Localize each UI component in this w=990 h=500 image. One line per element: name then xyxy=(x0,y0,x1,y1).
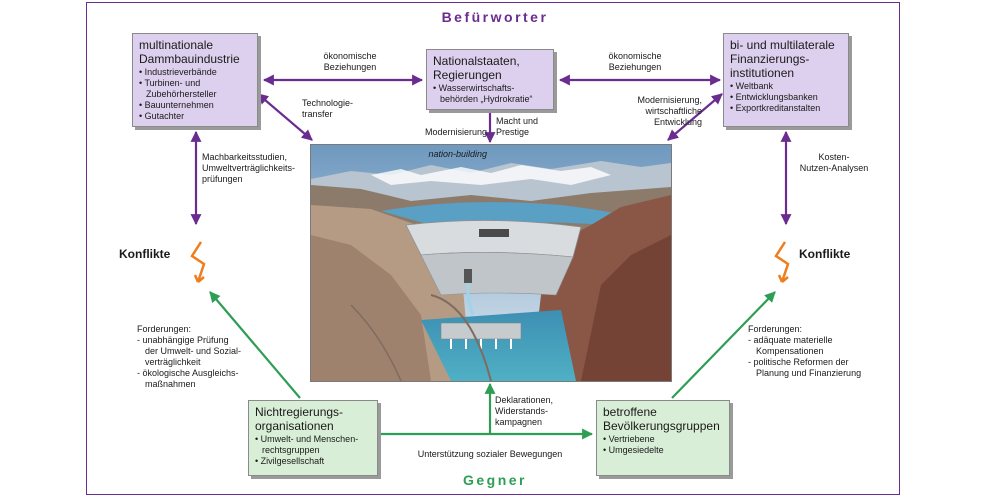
conflict-left-icon xyxy=(190,241,206,283)
heading-proponents: Befürworter xyxy=(441,9,549,25)
list-item: Turbinen- und Zubehörhersteller xyxy=(139,78,251,100)
box-finance-institutions: bi- und multilaterale Finanzierungs- ins… xyxy=(723,33,849,127)
list-item: Exportkreditanstalten xyxy=(730,103,842,114)
list-item: Umgesiedelte xyxy=(603,445,723,456)
label-power-prestige: Macht und Prestige xyxy=(496,116,539,137)
box-finance-institutions-title: bi- und multilaterale Finanzierungs- ins… xyxy=(730,38,835,80)
list-item: Gutachter xyxy=(139,111,251,122)
box-dam-industry: multinationale Dammbauindustrie Industri… xyxy=(132,33,258,127)
heading-opponents: Gegner xyxy=(462,472,527,488)
label-econ-right: ökonomische Beziehungen xyxy=(608,51,662,72)
box-national-states-title: Nationalstaaten, Regierungen xyxy=(433,54,520,82)
label-social-support: Unterstützung sozialer Bewegungen xyxy=(417,449,563,459)
list-item: adäquate materielle Kompensationen xyxy=(748,335,893,357)
label-modernization-economy: Modernisierung, wirtschaftliche Entwickl… xyxy=(637,95,702,127)
box-dam-industry-title: multinationale Dammbauindustrie xyxy=(139,38,240,66)
label-declarations: Deklarationen, Widerstands- kampagnen xyxy=(495,395,554,427)
list-item: Zivilgesellschaft xyxy=(255,456,371,467)
list-item: Vertriebene xyxy=(603,434,723,445)
label-cost-benefit: Kosten- Nutzen-Analysen xyxy=(799,152,869,173)
requests-left: Forderungen: unabhängige Prüfung der Umw… xyxy=(137,324,277,390)
list-item: unabhängige Prüfung der Umwelt- und Sozi… xyxy=(137,335,277,368)
list-item: Weltbank xyxy=(730,81,842,92)
list-item: Industrieverbände xyxy=(139,67,251,78)
list-item: politische Reformen der Planung und Fina… xyxy=(748,357,893,379)
box-national-states: Nationalstaaten, Regierungen Wasserwirts… xyxy=(426,49,554,110)
requests-left-title: Forderungen: xyxy=(137,324,192,334)
label-tech-transfer: Technologie- transfer xyxy=(302,98,354,119)
box-affected-population-title: betroffene Bevölkerungsgruppen xyxy=(603,405,720,433)
list-item: Bauunternehmen xyxy=(139,100,251,111)
dam-landscape-illustration xyxy=(310,144,672,382)
box-ngo-title: Nichtregierungs- organisationen xyxy=(255,405,344,433)
conflict-label-left: Konflikte xyxy=(119,247,171,261)
requests-right: Forderungen: adäquate materielle Kompens… xyxy=(748,324,893,379)
label-econ-left: ökonomische Beziehungen xyxy=(323,51,377,72)
box-ngo: Nichtregierungs- organisationen Umwelt- … xyxy=(248,400,378,476)
label-feasibility: Machbarkeitsstudien, Umweltverträglichke… xyxy=(202,152,296,184)
box-affected-population: betroffene Bevölkerungsgruppen Vertriebe… xyxy=(596,400,730,476)
label-modernization: Modernisierung xyxy=(424,127,487,137)
conflict-label-right: Konflikte xyxy=(799,247,851,261)
diagram-frame xyxy=(86,2,900,495)
list-item: ökologische Ausgleichs- maßnahmen xyxy=(137,368,277,390)
list-item: Entwicklungsbanken xyxy=(730,92,842,103)
requests-right-title: Forderungen: xyxy=(748,324,803,334)
list-item: Umwelt- und Menschen-rechtsgruppen xyxy=(255,434,371,456)
conflict-right-icon xyxy=(774,241,790,283)
label-modernization-nation: Modernisierung nation-building xyxy=(415,116,487,160)
label-nation-building: nation-building xyxy=(428,149,487,159)
list-item: Wasserwirtschafts-behörden „Hydrokratie“ xyxy=(433,83,547,105)
